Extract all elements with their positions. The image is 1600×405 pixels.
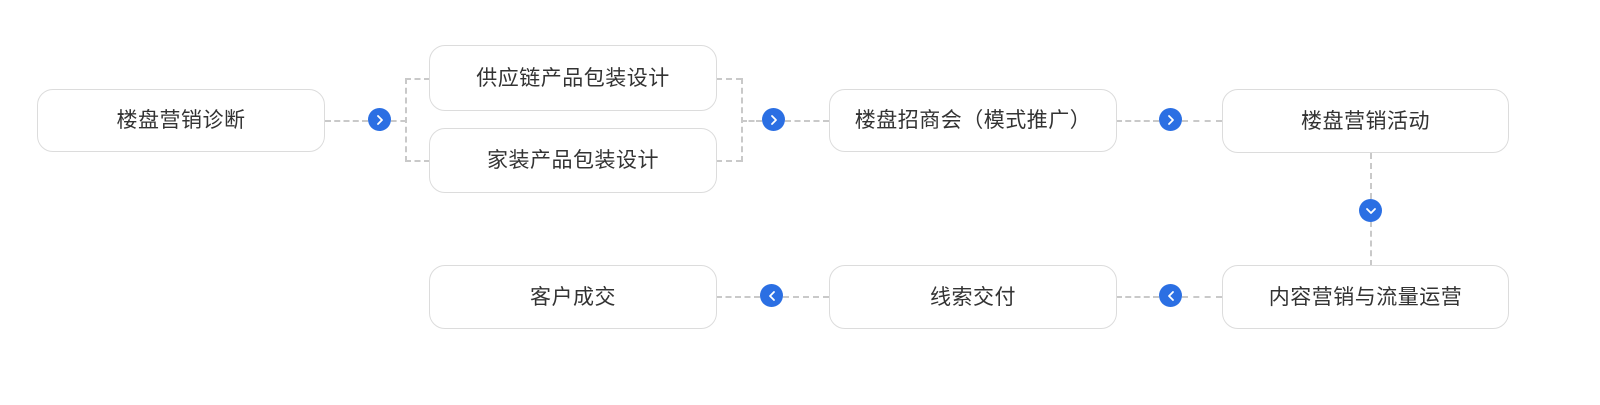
node-loupan-zhaoshanghui-moshi-tuiguang[interactable]: 楼盘招商会（模式推广） (829, 89, 1117, 152)
connector-line-c2-to-n4 (785, 120, 829, 122)
node-gongyinglian-chanpin-baozhuang-sheji[interactable]: 供应链产品包装设计 (429, 45, 717, 111)
branch-stub-left-top (405, 78, 430, 80)
chevron-right-icon[interactable] (762, 108, 785, 131)
node-kehu-chengjiao[interactable]: 客户成交 (429, 265, 717, 329)
node-jiazhuang-chanpin-baozhuang-sheji[interactable]: 家装产品包装设计 (429, 128, 717, 193)
connector-line-n5-to-c4 (1370, 153, 1372, 199)
chevron-right-icon[interactable] (368, 108, 391, 131)
connector-line-c5-to-n7 (1116, 296, 1159, 298)
node-neirong-yingxiao-yu-liuliang-yunying[interactable]: 内容营销与流量运营 (1222, 265, 1509, 329)
node-xiansuo-jiaofu[interactable]: 线索交付 (829, 265, 1117, 329)
chevron-down-icon[interactable] (1359, 199, 1382, 222)
node-loupan-yingxiao-zhenduan[interactable]: 楼盘营销诊断 (37, 89, 325, 152)
connector-line-n4-to-c3 (1116, 120, 1159, 122)
connector-line-c6-to-n8 (716, 296, 760, 298)
chevron-left-icon[interactable] (1159, 284, 1182, 307)
connector-line-c3-to-n5 (1182, 120, 1222, 122)
chevron-left-icon[interactable] (760, 284, 783, 307)
connector-line-n6-to-c5 (1182, 296, 1222, 298)
branch-bracket-left-vertical (405, 78, 407, 162)
connector-line-c4-to-n6 (1370, 221, 1372, 266)
node-loupan-yingxiao-huodong[interactable]: 楼盘营销活动 (1222, 89, 1509, 153)
branch-stub-right-bottom (716, 160, 742, 162)
connector-line-n7-to-c6 (783, 296, 829, 298)
chevron-right-icon[interactable] (1159, 108, 1182, 131)
connector-line-n1-to-c1 (325, 120, 368, 122)
branch-stub-left-bottom (405, 160, 430, 162)
branch-stub-right-top (716, 78, 742, 80)
connector-line-branch-to-c2 (741, 120, 762, 122)
connector-line-c1-to-branch (391, 120, 406, 122)
